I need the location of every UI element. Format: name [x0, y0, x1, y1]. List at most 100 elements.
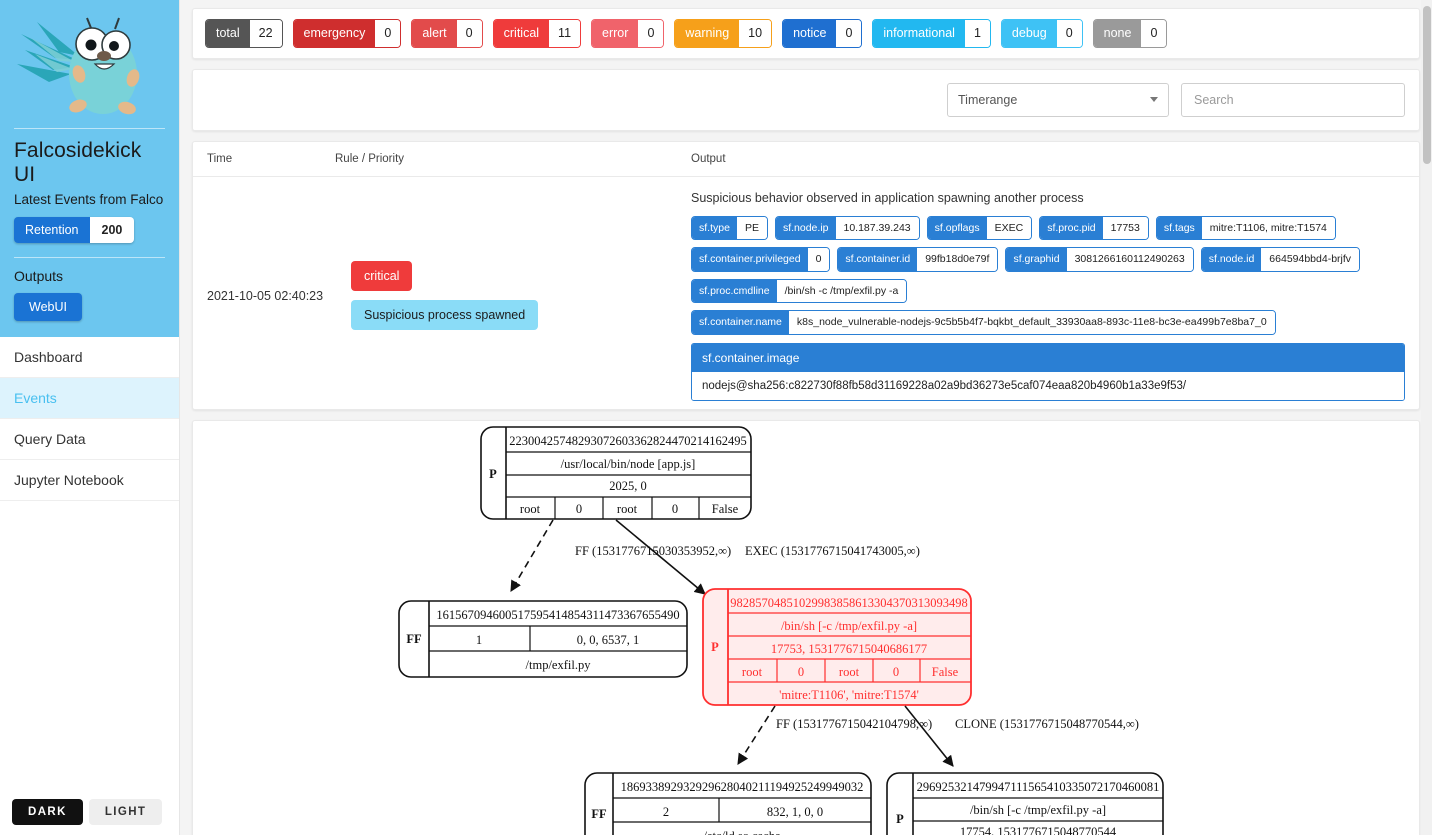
webui-button[interactable]: WebUI: [14, 293, 82, 321]
event-tag-value: mitre:T1106, mitre:T1574: [1201, 216, 1335, 239]
event-tag-key: sf.container.id: [838, 248, 918, 271]
vertical-scrollbar[interactable]: [1421, 0, 1432, 835]
event-tag-key: sf.container.name: [692, 311, 789, 334]
svg-text:root: root: [617, 502, 638, 516]
sidebar: Falcosidekick UI Latest Events from Falc…: [0, 0, 180, 835]
severity-badge-count: 11: [549, 20, 581, 47]
severity-badge-label: alert: [412, 20, 457, 47]
svg-text:0: 0: [576, 502, 582, 516]
page-subtitle: Latest Events from Falco: [14, 192, 164, 207]
severity-badge-label: error: [592, 20, 639, 47]
severity-badge-count: 1: [964, 20, 990, 47]
event-tag-key: sf.proc.cmdline: [692, 279, 777, 302]
retention-label: Retention: [14, 217, 90, 243]
graph-edge-label: FF (1531776715042104798,∞): [776, 717, 932, 731]
table-row[interactable]: 2021-10-05 02:40:23 critical Suspicious …: [193, 177, 1419, 409]
sidebar-item-events[interactable]: Events: [0, 378, 179, 419]
svg-text:832, 1, 0, 0: 832, 1, 0, 0: [767, 805, 823, 819]
sidebar-item-dashboard[interactable]: Dashboard: [0, 337, 179, 378]
theme-toggle: DARK LIGHT: [12, 799, 163, 825]
sidebar-header: Falcosidekick UI Latest Events from Falc…: [0, 0, 179, 337]
severity-badge-count: 0: [836, 20, 862, 47]
severity-badge-label: critical: [493, 20, 550, 47]
graph-node-root-process: P 22300425748293072603362824470214162495…: [480, 425, 752, 520]
retention-value: 200: [89, 217, 135, 243]
svg-text:161567094600517595414854311473: 161567094600517595414854311473367655490: [436, 608, 679, 622]
svg-text:FF: FF: [406, 632, 422, 646]
event-tag-key: sf.opflags: [927, 216, 987, 239]
sidebar-divider: [14, 128, 165, 129]
event-tag-key: sf.tags: [1156, 216, 1202, 239]
severity-badge-count: 0: [638, 20, 664, 47]
provenance-graph[interactable]: P 22300425748293072603362824470214162495…: [192, 419, 1420, 835]
svg-text:0: 0: [893, 665, 899, 679]
event-tag-key: sf.node.ip: [775, 216, 836, 239]
container-image-key: sf.container.image: [692, 343, 1404, 372]
svg-text:2025, 0: 2025, 0: [609, 479, 647, 493]
svg-text:1: 1: [476, 633, 482, 647]
search-field[interactable]: [1181, 82, 1405, 117]
svg-text:186933892932929628040211194925: 186933892932929628040211194925249949032: [621, 780, 864, 794]
severity-badge-label: warning: [675, 20, 740, 47]
event-tag-value: 0: [807, 248, 830, 271]
sidebar-nav: Dashboard Events Query Data Jupyter Note…: [0, 337, 179, 501]
sidebar-item-jupyter-notebook[interactable]: Jupyter Notebook: [0, 460, 179, 501]
scrollbar-thumb[interactable]: [1423, 6, 1431, 164]
retention-control[interactable]: Retention 200: [14, 217, 135, 243]
go-gopher-wings-logo: [14, 12, 165, 124]
svg-text:0, 0, 6537, 1: 0, 0, 6537, 1: [577, 633, 640, 647]
search-input[interactable]: [1192, 91, 1394, 108]
event-tag-value: 664594bbd4-brjfv: [1261, 248, 1360, 271]
severity-badge-label: informational: [873, 20, 965, 47]
svg-text:/tmp/exfil.py: /tmp/exfil.py: [526, 658, 592, 672]
event-output-text: Suspicious behavior observed in applicat…: [691, 190, 1084, 205]
severity-badge-count: 0: [1141, 20, 1167, 47]
svg-text:FF: FF: [591, 807, 607, 821]
light-theme-button[interactable]: LIGHT: [88, 799, 163, 825]
timerange-label: Timerange: [958, 92, 1018, 107]
graph-node-type: P: [489, 467, 497, 481]
sidebar-item-query-data[interactable]: Query Data: [0, 419, 179, 460]
graph-edge-label: CLONE (1531776715048770544,∞): [955, 717, 1139, 731]
svg-text:P: P: [711, 640, 719, 654]
container-image-field: sf.container.image nodejs@sha256:c822730…: [691, 342, 1405, 401]
timerange-select[interactable]: Timerange: [947, 82, 1169, 117]
graph-node-alert-process: P 98285704851029983858613304370313093498…: [702, 587, 972, 706]
svg-text:False: False: [712, 502, 739, 516]
dark-theme-button[interactable]: DARK: [12, 799, 83, 825]
event-tag-value: /bin/sh -c /tmp/exfil.py -a: [776, 279, 907, 302]
event-tag-value: 3081266160112490263: [1066, 248, 1193, 271]
event-time: 2021-10-05 02:40:23: [207, 288, 324, 303]
event-tag-key: sf.node.id: [1201, 248, 1262, 271]
provenance-graph-svg: P 22300425748293072603362824470214162495…: [398, 425, 1164, 835]
event-tag-value: 99fb18d0e79f: [917, 248, 998, 271]
event-tag-key: sf.container.privileged: [692, 248, 808, 271]
svg-text:root: root: [742, 665, 763, 679]
event-tag-key: sf.proc.pid: [1040, 216, 1103, 239]
severity-badge-label: notice: [783, 20, 837, 47]
svg-text:0: 0: [798, 665, 804, 679]
svg-text:0: 0: [672, 502, 678, 516]
events-table: Time Rule / Priority Output 2021-10-05 0…: [192, 140, 1420, 410]
